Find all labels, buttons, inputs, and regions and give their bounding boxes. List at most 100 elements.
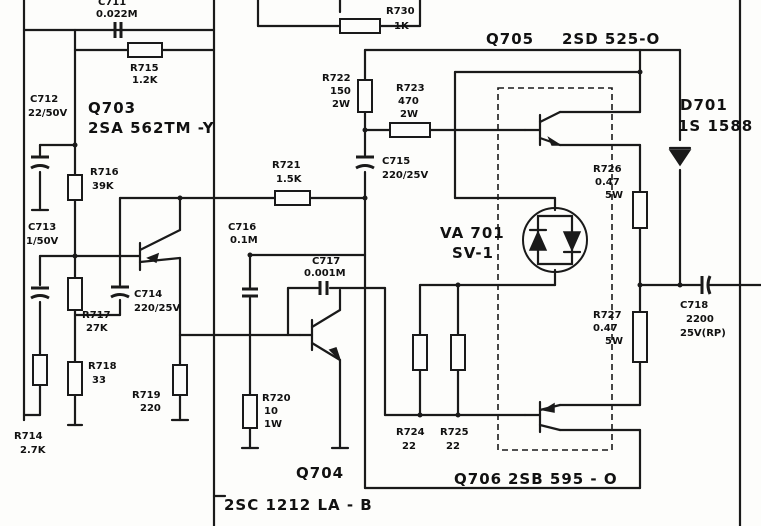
transistor-q704 [310, 308, 342, 362]
label-q703-part: 2SA 562TM -Y [88, 119, 215, 137]
label-r722: R722 [322, 73, 351, 84]
resistor-r727 [632, 311, 648, 363]
resistor-r715 [127, 42, 163, 58]
label-c713: C713 [28, 222, 56, 233]
capacitor-c715 [355, 155, 375, 170]
transistors [138, 110, 563, 434]
label-r716-value: 39K [92, 181, 115, 192]
label-r714: R714 [14, 431, 43, 442]
label-c712-value: 22/50V [28, 108, 67, 119]
label-r730-value: 1K [394, 21, 410, 32]
label-r720-value: 10 [264, 406, 278, 417]
capacitor-c713 [30, 286, 50, 300]
label-r726-value: 0.47 [595, 177, 620, 188]
label-r723-value: 470 [398, 96, 419, 107]
label-r719: R719 [132, 390, 161, 401]
label-r730: R730 [386, 6, 415, 17]
label-r725-value: 22 [446, 441, 460, 452]
transistor-q705 [523, 110, 563, 147]
label-r717: R717 [82, 310, 111, 321]
label-r716: R716 [90, 167, 119, 178]
capacitor-c712 [30, 155, 50, 170]
resistor-r725 [450, 334, 466, 371]
resistor-r724 [412, 334, 428, 371]
resistor-r722 [357, 79, 373, 113]
label-r723: R723 [396, 83, 425, 94]
power-module-outline [497, 87, 613, 451]
varistor-va701 [522, 207, 588, 273]
label-q703: Q703 [88, 99, 136, 117]
label-va701-part: SV-1 [452, 244, 494, 262]
label-r723-rating: 2W [400, 109, 418, 120]
label-q704: Q704 [296, 464, 344, 482]
label-r721: R721 [272, 160, 301, 171]
label-c717-value: 0.001M [304, 268, 346, 279]
resistor-r721 [274, 190, 311, 206]
label-r722-value: 150 [330, 86, 351, 97]
label-c714-value: 220/25V [134, 303, 180, 314]
label-c713-value: 1/50V [26, 236, 59, 247]
diode-d701 [668, 146, 692, 167]
label-r727-rating: 5W [605, 336, 623, 347]
label-r724: R724 [396, 427, 425, 438]
label-c714: C714 [134, 289, 162, 300]
label-r718-value: 33 [92, 375, 106, 386]
label-q704-part: 2SC 1212 LA - B [224, 496, 373, 514]
label-c718: C718 [680, 300, 708, 311]
label-c711-value: 0.022M [96, 9, 138, 20]
label-r715-value: 1.2K [132, 75, 159, 86]
capacitor-c718 [700, 275, 712, 295]
resistor-r720 [242, 394, 258, 429]
junction-dots [72, 69, 683, 418]
label-r727-value: 0.47 [593, 323, 618, 334]
resistor-r716 [67, 174, 83, 201]
label-c712: C712 [30, 94, 58, 105]
label-r719-value: 220 [140, 403, 161, 414]
label-q705: Q705 [486, 30, 534, 48]
resistors [32, 18, 648, 429]
label-r718: R718 [88, 361, 117, 372]
label-q706-part: 2SB 595 - O [508, 470, 618, 488]
label-va701: VA 701 [440, 224, 505, 242]
label-c715: C715 [382, 156, 410, 167]
capacitor-c714 [110, 285, 130, 299]
label-c715-value: 220/25V [382, 170, 428, 181]
labels: C711 0.022M R730 1K Q705 2SD 525-O R715 … [14, 0, 753, 514]
resistor-r718 [67, 361, 83, 396]
resistor-r726 [632, 191, 648, 229]
capacitors [30, 22, 712, 300]
capacitor-c711 [113, 22, 123, 38]
label-c711: C711 [98, 0, 126, 8]
wiring [22, 0, 761, 526]
resistor-r719 [172, 364, 188, 396]
resistor-r714 [32, 354, 48, 386]
label-c716-value: 0.1M [230, 235, 258, 246]
transistor-q706 [523, 400, 562, 434]
capacitor-c717 [318, 281, 329, 295]
label-r720-rating: 1W [264, 419, 282, 430]
label-c717: C717 [312, 256, 340, 267]
label-c718-value: 2200 [686, 314, 714, 325]
resistor-r730 [339, 18, 381, 34]
label-q706: Q706 [454, 470, 502, 488]
label-r726-rating: 5W [605, 190, 623, 201]
label-r725: R725 [440, 427, 469, 438]
label-r717-value: 27K [86, 323, 109, 334]
label-r720: R720 [262, 393, 291, 404]
label-r721-value: 1.5K [276, 174, 303, 185]
label-r714-value: 2.7K [20, 445, 47, 456]
label-c716: C716 [228, 222, 256, 233]
label-r722-rating: 2W [332, 99, 350, 110]
resistor-r717 [67, 277, 83, 311]
label-d701: D701 [680, 96, 728, 114]
label-d701-part: 1S 1588 [678, 117, 753, 135]
label-q705-part: 2SD 525-O [562, 30, 660, 48]
label-r715: R715 [130, 63, 159, 74]
label-r726: R726 [593, 164, 622, 175]
transistor-q703 [138, 228, 182, 272]
label-r724-value: 22 [402, 441, 416, 452]
capacitor-c716 [242, 287, 258, 298]
label-c718-rating: 25V(RP) [680, 328, 726, 339]
resistor-r723 [389, 122, 431, 138]
